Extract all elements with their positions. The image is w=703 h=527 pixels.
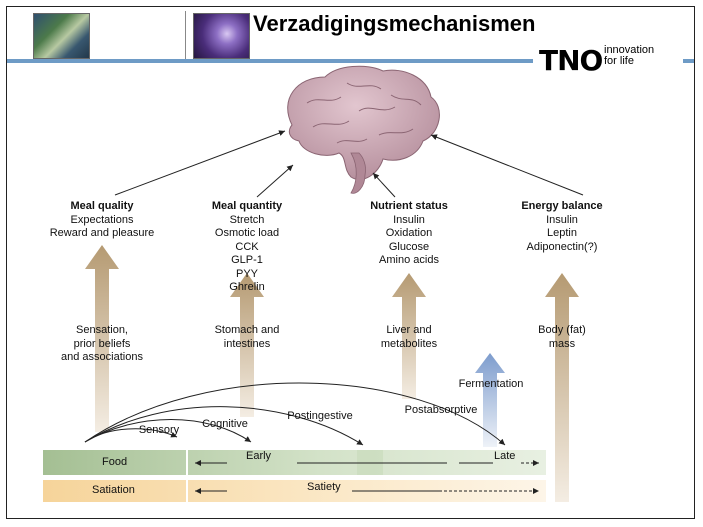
source-line: Sensation, [76,324,128,336]
tno-tagline: innovation for life [604,45,654,67]
source-meal-quantity: Stomach and intestines [215,324,280,351]
curve-postingestive [84,406,364,446]
header-divider [185,11,186,59]
cognitive-label: Cognitive [202,418,248,430]
source-line: mass [548,337,576,350]
meal-quality-item: Expectations [70,213,134,226]
arrow-nutrient [392,273,426,399]
nutrient-status-item: Amino acids [379,254,439,266]
curve-postabsorptive [84,382,506,446]
meal-quantity-item: Stretch [229,213,265,226]
meal-quantity-item: GLP-1 [231,254,263,266]
arrow-fermentation [475,353,505,447]
tagline-line-2: for life [604,55,634,67]
satiation-band [43,480,546,502]
meal-quantity-item: Ghrelin [229,281,265,293]
nutrient-status-item: Oxidation [385,227,433,239]
meal-quantity-item: Osmotic load [214,227,280,239]
source-line: and associations [61,351,143,363]
slide: Verzadigingsmechanismen TNO innovation f… [6,6,695,519]
satiety-diagram [43,65,584,502]
late-label: Late [494,450,516,462]
sensory-label: Sensory [138,424,180,436]
nutrient-status-item: Glucose [388,240,430,253]
arrow-energy-brain [430,134,584,196]
brain-illustration [287,65,440,194]
nutrient-status-item: Insulin [393,213,425,226]
logo-background [533,47,683,71]
source-line: intestines [223,337,271,350]
satiation-label: Satiation [92,484,135,496]
satiety-label: Satiety [307,481,341,493]
energy-balance-item: Leptin [547,227,577,239]
arrow-quality [85,245,119,432]
arrow-quantity-brain [256,164,294,198]
source-meal-quality: Sensation, prior beliefs and association… [61,324,143,365]
tagline-line-1: innovation [604,44,655,56]
meal-quantity-heading: Meal quantity [211,200,283,212]
postabsorptive-label: Postabsorptive [404,404,478,416]
arrow-energy [545,273,579,502]
early-label: Early [246,450,272,462]
slide-title: Verzadigingsmechanismen [253,11,536,36]
energy-balance-item: Insulin [546,213,578,226]
earth-thumbnail [33,13,90,59]
source-line: prior beliefs [73,337,131,350]
meal-quality-heading: Meal quality [70,200,134,212]
arrow-quantity [230,273,264,417]
meal-quantity-item: PYY [235,267,259,280]
source-line: Body (fat) [538,324,586,336]
energy-balance-item: Adiponectin(?) [526,240,598,253]
fermentation-label: Fermentation [458,378,524,390]
column-nutrient-status: Nutrient status Insulin Oxidation Glucos… [370,200,448,268]
nutrient-status-heading: Nutrient status [370,200,448,212]
source-line: Stomach and [214,324,280,336]
source-nutrient-status: Liver and metabolites [381,324,437,351]
galaxy-thumbnail [193,13,250,59]
source-energy-balance: Body (fat) mass [538,324,586,351]
column-meal-quality: Meal quality Expectations Reward and ple… [50,200,155,241]
food-label: Food [102,456,128,468]
column-meal-quantity: Meal quantity Stretch Osmotic load CCK G… [212,200,282,295]
meal-quality-item: Reward and pleasure [49,227,155,239]
column-energy-balance: Energy balance Insulin Leptin Adiponecti… [521,200,602,254]
postingestive-label: Postingestive [287,410,353,422]
header-bar [7,59,694,63]
arrow-nutrient-brain [372,172,396,198]
tno-logo: TNO [539,44,603,77]
source-line: metabolites [380,337,438,350]
source-line: Liver and [386,324,432,336]
arrow-quality-brain [114,130,286,196]
curve-cognitive [84,419,252,443]
meal-quantity-item: CCK [235,240,259,253]
energy-balance-heading: Energy balance [521,200,603,212]
